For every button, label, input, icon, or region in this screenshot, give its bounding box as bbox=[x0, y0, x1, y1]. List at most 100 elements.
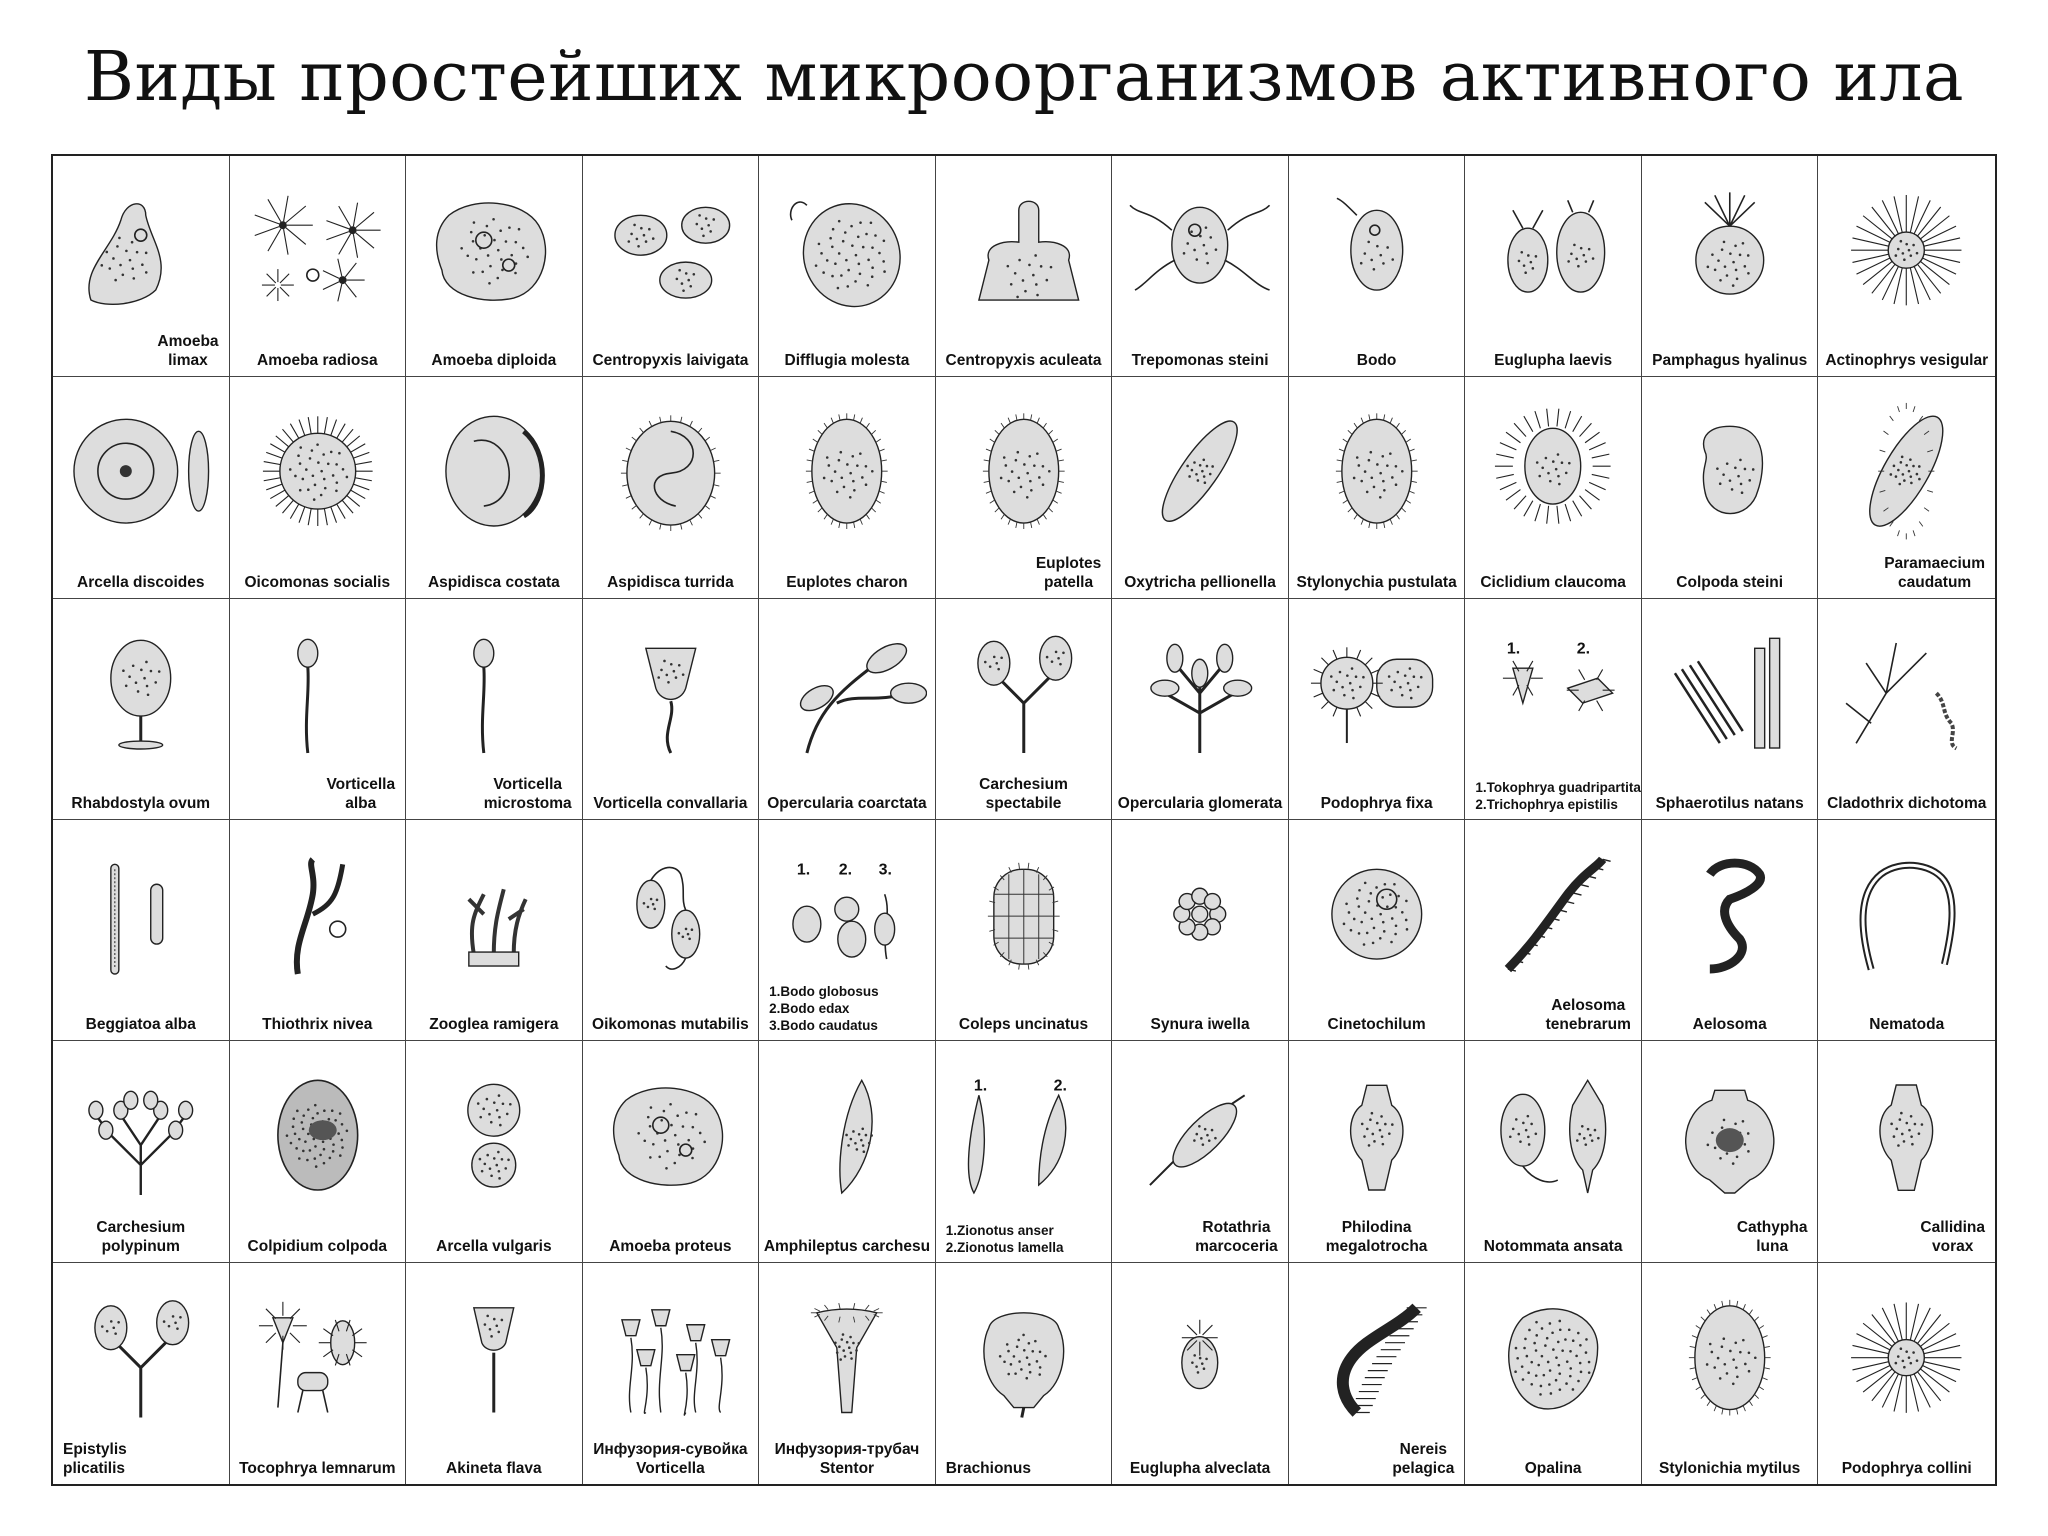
organism-label: Vorticella convallaria bbox=[593, 794, 748, 812]
organism-cell: Cinetochilum bbox=[1288, 819, 1466, 1042]
organism-drawing bbox=[591, 164, 751, 336]
organism-cell: Cathypha luna bbox=[1641, 1041, 1819, 1263]
organism-cell: Oicomonas socialis bbox=[229, 377, 407, 599]
organism-cell: Ciclidium claucoma bbox=[1465, 377, 1642, 599]
organism-cell: Amoeba limax bbox=[53, 156, 230, 378]
organism-drawing bbox=[767, 164, 927, 336]
organism-cell: Sphaerotilus natans bbox=[1641, 598, 1819, 820]
organism-cell: Synura iwella bbox=[1112, 819, 1289, 1042]
organism-drawing bbox=[1473, 1271, 1633, 1444]
organism-label: Opercularia coarctata bbox=[767, 794, 927, 812]
organism-cell: Difflugia molesta bbox=[759, 156, 936, 378]
organism-label: Opercularia glomerata bbox=[1117, 794, 1283, 812]
organism-label: Vorticella alba bbox=[326, 775, 396, 812]
organism-drawing bbox=[591, 607, 751, 779]
organism-label: Euplotes charon bbox=[786, 573, 908, 591]
organism-cell: Oikomonas mutabilis bbox=[582, 819, 760, 1042]
organism-drawing bbox=[944, 164, 1104, 336]
organism-drawing bbox=[1650, 1271, 1810, 1444]
organism-cell: Pamphagus hyalinus bbox=[1641, 156, 1819, 378]
organism-drawing: 1.2. bbox=[944, 1049, 1104, 1221]
organism-drawing bbox=[61, 607, 221, 779]
organism-cell: Rhabdostyla ovum bbox=[53, 598, 230, 820]
organism-drawing bbox=[1473, 1049, 1633, 1221]
organism-label: Philodina megalotrocha bbox=[1325, 1218, 1428, 1255]
organism-drawing bbox=[1826, 828, 1987, 1000]
organism-drawing bbox=[61, 164, 221, 336]
organism-label: Arcella discoides bbox=[77, 573, 205, 591]
organism-cell: Beggiatoa alba bbox=[53, 819, 230, 1042]
organism-label: Euglupha alveclata bbox=[1129, 1459, 1271, 1477]
organism-cell: Arcella discoides bbox=[53, 377, 230, 599]
organism-label: Amoeba limax bbox=[157, 333, 219, 370]
organism-cell: Akineta flava bbox=[406, 1262, 583, 1484]
organism-drawing bbox=[1120, 164, 1280, 336]
organism-cell: Aelosoma tenebrarum bbox=[1465, 819, 1642, 1042]
organism-cell: 1.2.1.Tokophrya guadripartita 2.Trichoph… bbox=[1465, 598, 1642, 820]
organism-cell: Coleps uncinatus bbox=[935, 819, 1113, 1042]
organism-drawing bbox=[591, 385, 751, 557]
organism-label: Thiothrix nivea bbox=[262, 1016, 373, 1034]
organism-cell: Actinophrys vesigular bbox=[1818, 156, 1995, 378]
organism-drawing bbox=[238, 1271, 398, 1444]
organism-cell: Aspidisca costata bbox=[406, 377, 583, 599]
organism-label: Rotathria marcoceria bbox=[1195, 1218, 1278, 1255]
organism-drawing bbox=[1120, 1271, 1280, 1444]
organism-cell: Stylonychia pustulata bbox=[1288, 377, 1466, 599]
organism-label: Centropyxis laivigata bbox=[592, 352, 749, 370]
organism-drawing bbox=[591, 1271, 751, 1444]
organism-cell: Opercularia glomerata bbox=[1112, 598, 1289, 820]
organism-label: Paramaecium caudatum bbox=[1884, 554, 1985, 591]
organism-cell: 1.2.3.1.Bodo globosus 2.Bodo edax 3.Bodo… bbox=[759, 819, 936, 1042]
organism-label: Podophrya fixa bbox=[1320, 794, 1433, 812]
organism-cell: Euplotes charon bbox=[759, 377, 936, 599]
organism-label: Coleps uncinatus bbox=[958, 1016, 1089, 1034]
organism-label: Beggiatoa alba bbox=[85, 1016, 196, 1034]
organism-drawing bbox=[1297, 1049, 1457, 1221]
organism-label: Cathypha luna bbox=[1736, 1218, 1808, 1255]
organism-label: Zooglea ramigera bbox=[429, 1016, 559, 1034]
organism-label: Aelosoma bbox=[1692, 1016, 1767, 1034]
organism-drawing bbox=[414, 828, 574, 1000]
organism-label: Centropyxis aculeata bbox=[945, 352, 1102, 370]
organism-drawing bbox=[944, 1271, 1104, 1444]
organism-label: Stylonychia pustulata bbox=[1296, 573, 1457, 591]
organism-drawing bbox=[1120, 385, 1280, 557]
organism-drawing bbox=[1826, 607, 1987, 779]
svg-text:3.: 3. bbox=[879, 861, 892, 878]
organism-label: Ciclidium claucoma bbox=[1480, 573, 1626, 591]
organism-drawing bbox=[1297, 164, 1457, 336]
organism-drawing bbox=[944, 828, 1104, 1000]
organism-drawing bbox=[238, 164, 398, 336]
organism-cell: Centropyxis aculeata bbox=[935, 156, 1113, 378]
organism-drawing bbox=[1826, 164, 1987, 336]
organism-cell: 1.2.1.Zionotus anser 2.Zionotus lamella bbox=[935, 1041, 1113, 1263]
organism-cell: Centropyxis laivigata bbox=[582, 156, 760, 378]
organism-drawing bbox=[1650, 1049, 1810, 1221]
organism-label: Stylonichia mytilus bbox=[1659, 1459, 1801, 1477]
organism-label: Amoeba proteus bbox=[609, 1237, 732, 1255]
organism-drawing bbox=[1473, 385, 1633, 557]
organism-cell: Rotathria marcoceria bbox=[1112, 1041, 1289, 1263]
organism-cell: Opercularia coarctata bbox=[759, 598, 936, 820]
organism-cell: Amoeba proteus bbox=[582, 1041, 760, 1263]
organism-cell: Nematoda bbox=[1818, 820, 1995, 1042]
organism-drawing: 1.2.3. bbox=[767, 828, 927, 1000]
organism-drawing bbox=[1297, 607, 1457, 779]
organism-cell: Carchesium spectabile bbox=[935, 598, 1113, 820]
organism-label: Amoeba radiosa bbox=[257, 352, 378, 370]
organism-drawing bbox=[1297, 828, 1457, 1000]
organism-drawing bbox=[1120, 828, 1280, 1000]
organism-cell: Vorticella microstoma bbox=[406, 598, 583, 820]
organism-cell: Callidina vorax bbox=[1818, 1041, 1995, 1263]
organism-cell: Epistylis plicatilis bbox=[53, 1262, 230, 1484]
organism-label: Carchesium polypinum bbox=[96, 1218, 186, 1255]
organism-cell: Philodina megalotrocha bbox=[1288, 1041, 1466, 1263]
organism-label: Synura iwella bbox=[1150, 1016, 1250, 1034]
organism-label: Opalina bbox=[1524, 1459, 1582, 1477]
organism-label: 1.Bodo globosus 2.Bodo edax 3.Bodo cauda… bbox=[769, 984, 879, 1034]
organism-drawing bbox=[944, 385, 1104, 557]
organism-drawing bbox=[1650, 385, 1810, 557]
organism-cell: Vorticella convallaria bbox=[582, 598, 760, 820]
organism-label: Amoeba diploida bbox=[431, 352, 557, 370]
